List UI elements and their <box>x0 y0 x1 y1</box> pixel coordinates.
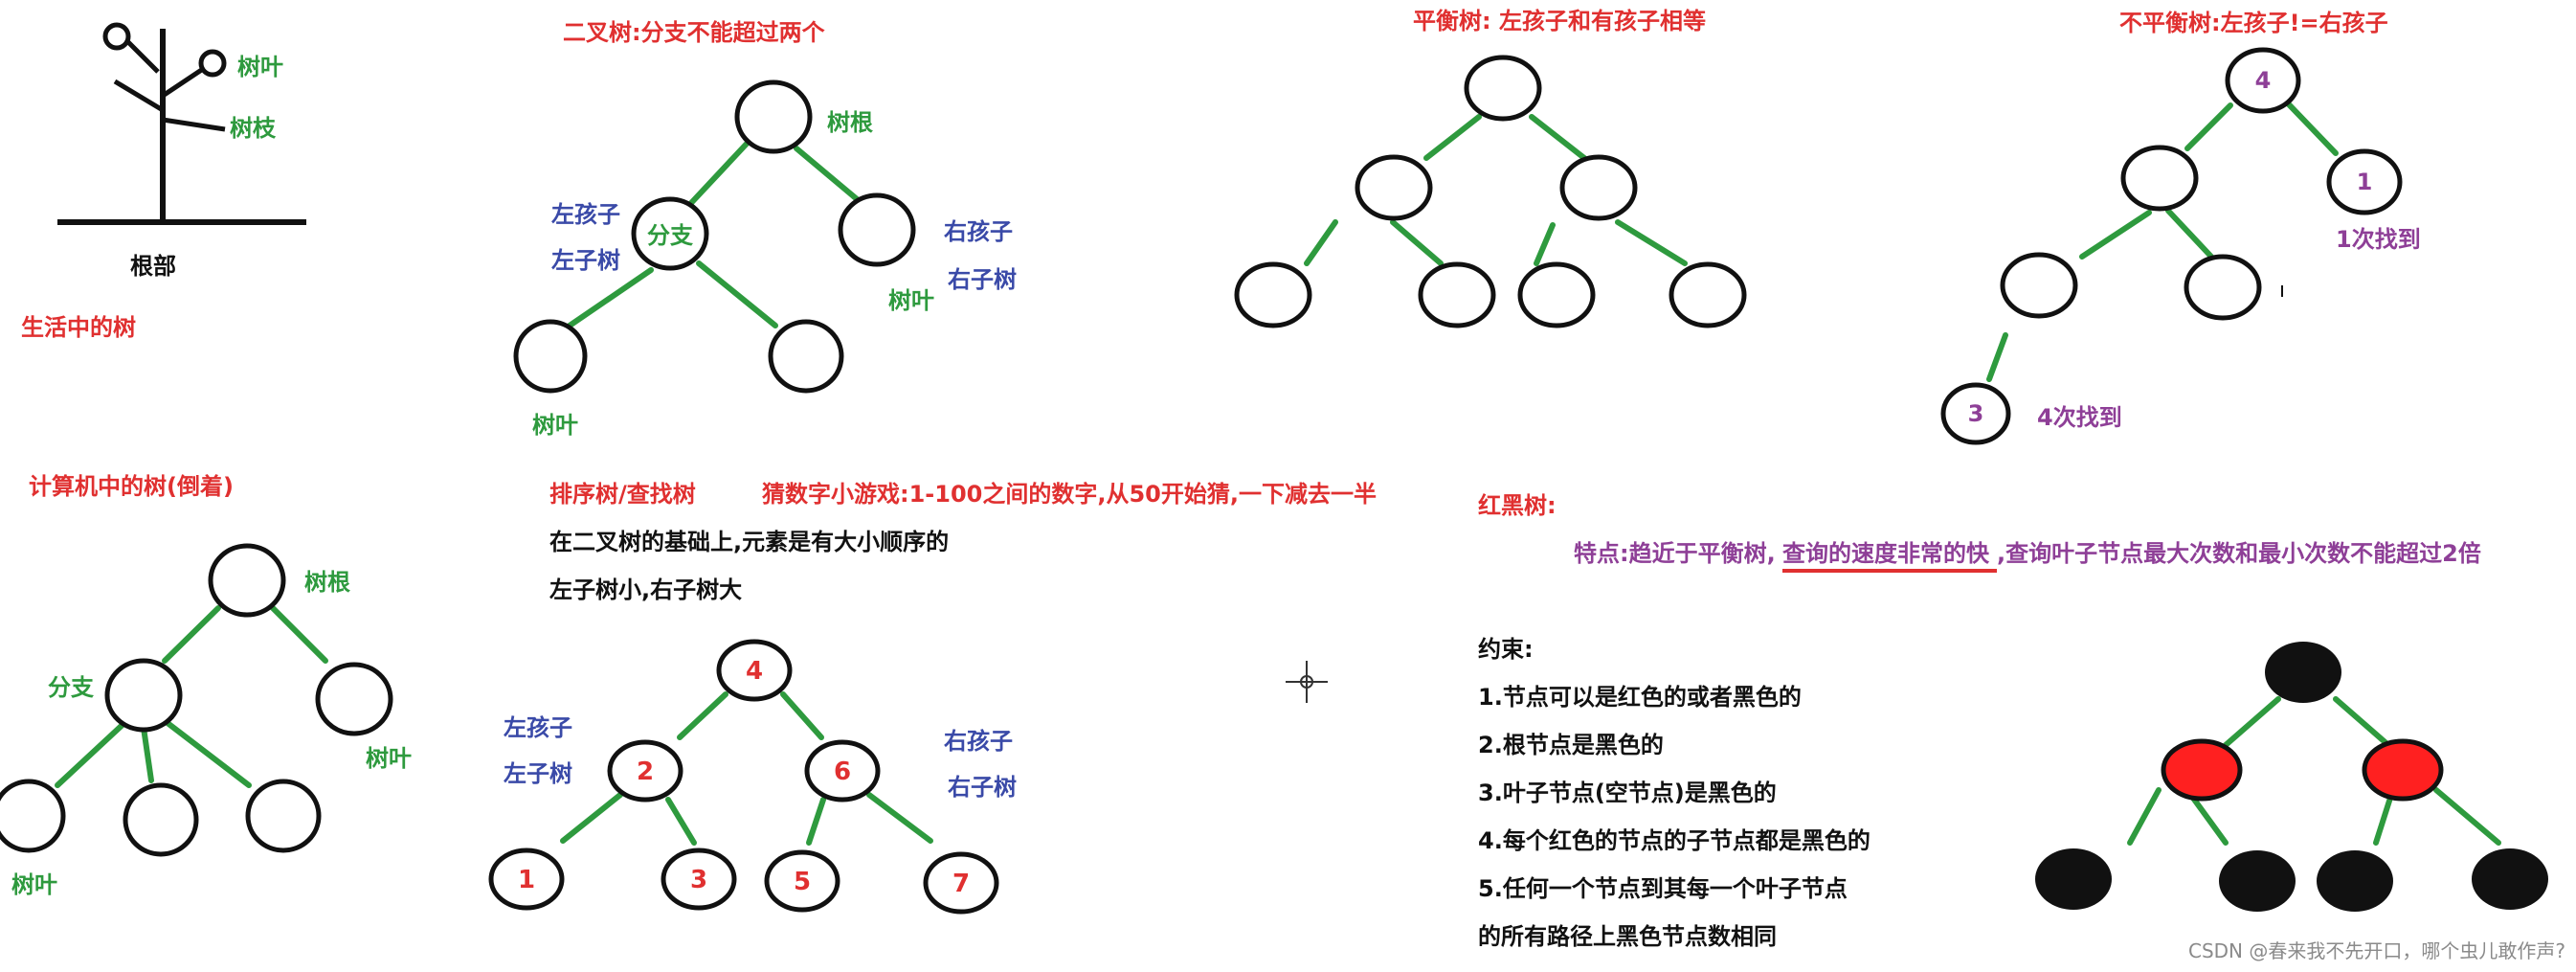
rb-feature-suffix: ,查询叶子节点最大次数和最小次数不能超过2倍 <box>1997 540 2481 567</box>
balanced-tree-drawing <box>1234 55 1747 328</box>
rb-tree-title: 红黑树: <box>1478 492 1557 519</box>
computer-tree-leaf-bottom-label: 树叶 <box>11 871 57 898</box>
sorted-node-left-right: 3 <box>690 866 707 894</box>
sorted-tree-title: 排序树/查找树 <box>549 481 696 508</box>
computer-tree-drawing <box>0 543 393 857</box>
binary-tree-title: 二叉树:分支不能超过两个 <box>563 19 826 46</box>
unbalanced-tree-drawing <box>1940 47 2403 445</box>
sorted-node-right-right: 7 <box>952 870 970 898</box>
unbalanced-right-note: 1次找到 <box>2336 226 2421 253</box>
watermark: CSDN @春来我不先开口，哪个虫儿敢作声? <box>2188 939 2565 962</box>
balanced-tree-title: 平衡树: 左孩子和有孩子相等 <box>1413 8 1706 34</box>
sorted-tree-left-subtree: 左子树 <box>504 760 572 787</box>
computer-tree-root-label: 树根 <box>304 569 350 596</box>
sorted-tree-desc-line1: 在二叉树的基础上,元素是有大小顺序的 <box>549 529 949 555</box>
rb-constraint-2: 2.根节点是黑色的 <box>1478 732 1664 758</box>
sorted-node-root: 4 <box>746 657 763 686</box>
sorted-tree-right-subtree: 右子树 <box>948 774 1017 801</box>
binary-tree-drawing <box>513 79 916 394</box>
unbalanced-root-value: 4 <box>2255 67 2272 94</box>
sorted-node-right-left: 5 <box>794 868 811 896</box>
unbalanced-right-value: 1 <box>2357 169 2373 195</box>
rb-constraints-title: 约束: <box>1478 636 1534 663</box>
binary-tree-right-subtree: 右子树 <box>948 266 1017 293</box>
computer-tree-branch-label: 分支 <box>48 674 95 701</box>
sorted-tree-desc-line2: 左子树小,右子树大 <box>549 576 742 603</box>
rb-tree-drawing <box>2035 642 2548 912</box>
unbalanced-deep-note: 4次找到 <box>2037 404 2122 431</box>
sorted-tree-right-child: 右孩子 <box>944 728 1013 755</box>
rb-feature-underlined: 查询的速度非常的快 <box>1782 540 1990 567</box>
computer-tree-caption: 计算机中的树(倒着) <box>29 473 234 500</box>
sorted-node-left-left: 1 <box>518 866 535 894</box>
sorted-tree-drawing <box>488 639 999 915</box>
rb-constraint-1: 1.节点可以是红色的或者黑色的 <box>1478 684 1802 711</box>
binary-tree-leaf-right-label: 树叶 <box>888 287 934 314</box>
unbalanced-deep-value: 3 <box>1968 400 1984 427</box>
real-tree-branch-label: 树枝 <box>230 115 277 142</box>
binary-tree-leaf-bottom-label: 树叶 <box>532 412 578 439</box>
real-tree-leaf-label: 树叶 <box>237 54 283 80</box>
rb-feature-prefix: 特点:趋近于平衡树, <box>1574 540 1776 567</box>
sorted-node-left: 2 <box>637 757 654 786</box>
rb-constraint-4: 4.每个红色的节点的子节点都是黑色的 <box>1478 827 1870 854</box>
rb-constraint-3: 3.叶子节点(空节点)是黑色的 <box>1478 780 1777 806</box>
unbalanced-tree-title: 不平衡树:左孩子!=右孩子 <box>2119 10 2388 36</box>
binary-tree-left-subtree: 左子树 <box>551 247 620 274</box>
binary-tree-root-label: 树根 <box>827 109 873 136</box>
real-tree-caption: 生活中的树 <box>21 314 136 341</box>
binary-tree-right-child: 右孩子 <box>944 218 1013 245</box>
computer-tree-leaf-right-label: 树叶 <box>366 745 412 772</box>
real-tree-root-label: 根部 <box>130 253 176 280</box>
sorted-tree-left-child: 左孩子 <box>504 714 572 741</box>
real-tree-drawing <box>57 22 306 225</box>
crosshair-cursor-icon <box>1286 661 1328 703</box>
sorted-node-right: 6 <box>834 757 851 786</box>
binary-tree-left-child: 左孩子 <box>551 201 620 228</box>
rb-constraint-6: 的所有路径上黑色节点数相同 <box>1478 923 1777 950</box>
rb-constraint-5: 5.任何一个节点到其每一个叶子节点 <box>1478 875 1848 902</box>
binary-tree-branch-label: 分支 <box>647 222 694 249</box>
sorted-tree-game-note: 猜数字小游戏:1-100之间的数字,从50开始猜,一下减去一半 <box>761 481 1377 508</box>
